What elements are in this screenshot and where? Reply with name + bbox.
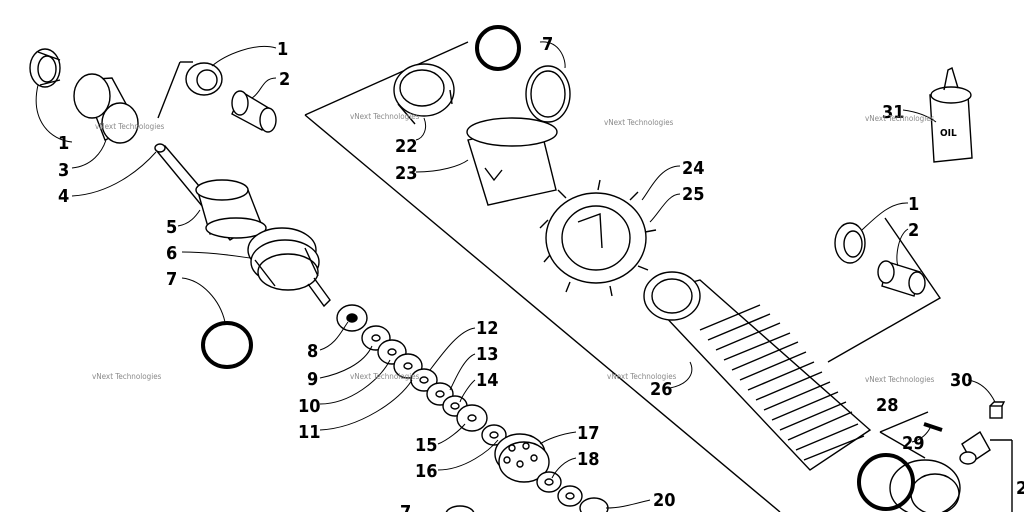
piston: [494, 433, 550, 483]
callout-20: 20: [653, 490, 676, 511]
valve-o-ring: [923, 422, 943, 432]
watermark: vNext Technologies: [865, 114, 935, 123]
o-ring-large-left: [201, 321, 253, 369]
oil-bottle: [929, 67, 973, 163]
callout-6: 6: [166, 243, 177, 264]
callout-1: 1: [277, 39, 288, 60]
callout-16: 16: [415, 461, 438, 482]
callout-2: 2: [279, 69, 290, 90]
callout-4: 4: [58, 186, 69, 207]
callout-1: 1: [908, 194, 919, 215]
bushing-sleeve-top: [231, 90, 277, 133]
callout-24: 24: [682, 158, 705, 179]
callout-15: 15: [415, 435, 438, 456]
reservoir-seal: [393, 63, 455, 125]
callout-2: 2: [908, 220, 919, 241]
bushing-sleeve-left: [73, 73, 139, 144]
schrader-valve: [959, 430, 991, 465]
callout-numbers: 1 2 1 3 4 5 6 7 7 22 23 24 25 31 1 2 8 9…: [58, 34, 1024, 516]
watermarks: vNext Technologies vNext Technologies vN…: [92, 112, 935, 384]
guide-bushing: [466, 117, 558, 206]
watermark: vNext Technologies: [604, 118, 674, 127]
o-ring-large-top: [475, 25, 521, 71]
bushing-sleeve-right: [877, 260, 926, 297]
shim-stack: [336, 304, 507, 446]
watermark: vNext Technologies: [350, 372, 420, 381]
callout-5: 5: [166, 217, 177, 238]
callout-31: 31: [882, 102, 905, 123]
callout-8: 8: [307, 341, 318, 362]
callout-7: 7: [400, 502, 411, 512]
callout-14: 14: [476, 370, 499, 391]
callout-30: 30: [950, 370, 973, 391]
assembly-boundary-lines: [157, 41, 1013, 513]
watermark: vNext Technologies: [92, 372, 162, 381]
shock-body: [643, 271, 872, 471]
callout-2: 2: [1016, 478, 1024, 499]
bushing-flanged-top: [185, 62, 223, 96]
callout-12: 12: [476, 318, 499, 339]
callout-1: 1: [58, 133, 69, 154]
watermark: vNext Technologies: [607, 372, 677, 381]
callout-7: 7: [166, 269, 177, 290]
callout-7: 7: [542, 34, 553, 55]
seal-head-assembly: [247, 227, 331, 308]
callout-3: 3: [58, 160, 69, 181]
watermark: vNext Technologies: [350, 112, 420, 121]
valve-cap: [989, 401, 1006, 419]
bushing-flanged-right: [834, 222, 866, 264]
bumper-cap: [195, 179, 267, 239]
watermark: vNext Technologies: [95, 122, 165, 131]
callout-10: 10: [298, 396, 321, 417]
bushing-flanged-left: [29, 48, 61, 88]
oil-bottle-label: OIL: [940, 128, 957, 139]
callout-26: 26: [650, 379, 673, 400]
watermark: vNext Technologies: [865, 375, 935, 384]
callout-13: 13: [476, 344, 499, 365]
o-ring-bottom: [857, 453, 915, 511]
callout-29: 29: [902, 433, 925, 454]
spring-adjuster-nut: [539, 179, 657, 297]
callout-25: 25: [682, 184, 705, 205]
retaining-ring: [525, 65, 571, 123]
callout-22: 22: [395, 136, 418, 157]
callout-11: 11: [298, 422, 321, 443]
callout-23: 23: [395, 163, 418, 184]
callout-18: 18: [577, 449, 600, 470]
callout-9: 9: [307, 369, 318, 390]
callout-28: 28: [876, 395, 899, 416]
callout-17: 17: [577, 423, 600, 444]
leader-lines: [35, 41, 996, 509]
